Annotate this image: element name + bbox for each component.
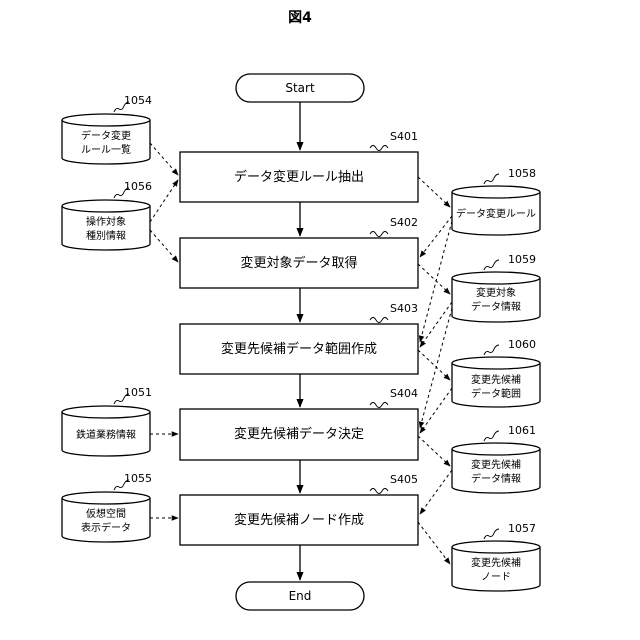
db-ref: 1058 bbox=[508, 167, 536, 180]
step-label: 変更先候補ノード作成 bbox=[234, 512, 364, 528]
db-label-line: 表示データ bbox=[81, 521, 131, 534]
db-label-line: 変更先候補 bbox=[471, 373, 521, 386]
step-id: S404 bbox=[390, 387, 418, 400]
db-ref: 1061 bbox=[508, 424, 536, 437]
input-db-1055: 仮想空間 表示データ 1055 bbox=[62, 472, 152, 542]
db-label-line: 仮想空間 bbox=[86, 507, 126, 520]
db-ref: 1051 bbox=[124, 386, 152, 399]
input-db-1051: 鉄道業務情報 1051 bbox=[62, 386, 152, 456]
step-s401: データ変更ルール抽出 S401 bbox=[180, 130, 418, 202]
input-db-1056: 操作対象 種別情報 1056 bbox=[62, 180, 152, 250]
end-label: End bbox=[289, 589, 312, 603]
step-label: 変更対象データ取得 bbox=[240, 255, 357, 271]
step-s403: 変更先候補データ範囲作成 S403 bbox=[180, 302, 418, 374]
step-label: 変更先候補データ範囲作成 bbox=[221, 341, 377, 357]
db-ref: 1056 bbox=[124, 180, 152, 193]
db-label-line: データ変更 bbox=[81, 129, 131, 142]
db-label-line: データ変更ルール bbox=[456, 207, 536, 220]
input-db-1054: データ変更 ルール一覧 1054 bbox=[62, 94, 152, 164]
output-db-1061: 変更先候補 データ情報 1061 bbox=[452, 424, 540, 493]
db-ref: 1055 bbox=[124, 472, 152, 485]
end-terminal: End bbox=[236, 582, 364, 610]
db-label-line: 操作対象 bbox=[86, 215, 126, 228]
db-label-line: 変更対象 bbox=[476, 286, 516, 299]
db-label-line: 変更先候補 bbox=[471, 458, 521, 471]
db-ref: 1054 bbox=[124, 94, 152, 107]
step-id: S402 bbox=[390, 216, 418, 229]
db-label-line: データ情報 bbox=[471, 472, 521, 485]
db-label-line: 変更先候補 bbox=[471, 556, 521, 569]
start-label: Start bbox=[285, 81, 315, 95]
output-db-1060: 変更先候補 データ範囲 1060 bbox=[452, 338, 540, 407]
output-db-1057: 変更先候補 ノード 1057 bbox=[452, 522, 540, 591]
output-db-1058: データ変更ルール 1058 bbox=[452, 167, 540, 235]
step-label: 変更先候補データ決定 bbox=[234, 426, 364, 442]
step-id: S401 bbox=[390, 130, 418, 143]
step-s404: 変更先候補データ決定 S404 bbox=[180, 387, 418, 460]
db-label-line: 種別情報 bbox=[86, 229, 126, 242]
step-s405: 変更先候補ノード作成 S405 bbox=[180, 473, 418, 545]
db-ref: 1059 bbox=[508, 253, 536, 266]
step-label: データ変更ルール抽出 bbox=[234, 169, 364, 185]
db-label-line: 鉄道業務情報 bbox=[76, 428, 136, 441]
step-s402: 変更対象データ取得 S402 bbox=[180, 216, 418, 288]
db-label-line: データ範囲 bbox=[471, 387, 521, 400]
db-label-line: ルール一覧 bbox=[81, 144, 131, 156]
db-label-line: ノード bbox=[481, 572, 511, 583]
db-ref: 1057 bbox=[508, 522, 536, 535]
step-id: S405 bbox=[390, 473, 418, 486]
output-db-1059: 変更対象 データ情報 1059 bbox=[452, 253, 540, 322]
db-ref: 1060 bbox=[508, 338, 536, 351]
start-terminal: Start bbox=[236, 74, 364, 102]
figure-title: 図4 bbox=[288, 10, 312, 26]
step-id: S403 bbox=[390, 302, 418, 315]
db-label-line: データ情報 bbox=[471, 300, 521, 313]
